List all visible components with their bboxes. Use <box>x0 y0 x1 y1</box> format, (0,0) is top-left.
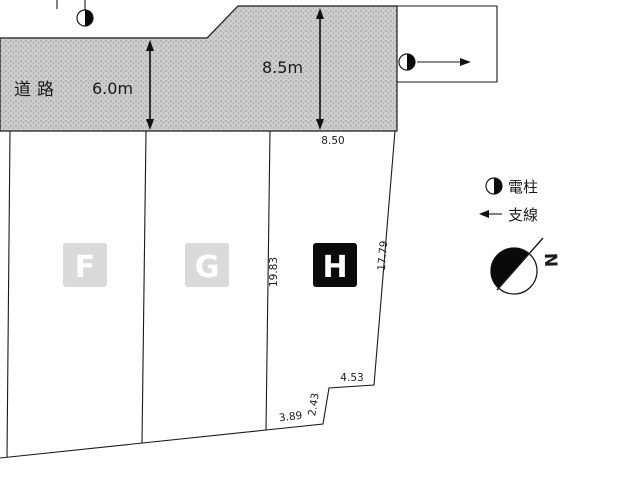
dim-left: 19.83 <box>268 257 280 287</box>
legend-guywire-icon <box>479 210 502 218</box>
adjacent-parcel-outline <box>397 5 498 83</box>
road-polygon <box>0 5 398 132</box>
road-width-dimension-arrow <box>146 40 154 130</box>
plot-f-letter: F <box>75 250 96 285</box>
utility-pole-with-guywire-icon <box>398 53 471 71</box>
plot-h-letter: H <box>322 250 347 285</box>
legend-pole-icon <box>485 177 503 195</box>
north-arrow-icon: N <box>490 237 560 295</box>
dim-top: 8.50 <box>321 135 344 147</box>
utility-pole-icon <box>56 0 94 27</box>
plot-g-letter: G <box>195 250 220 285</box>
road-area: 道路 6.0m 8.5m <box>0 5 398 132</box>
road-width-label: 6.0m <box>92 79 133 98</box>
dim-right: 17.79 <box>376 240 391 271</box>
legend-pole-label: 電柱 <box>508 178 538 196</box>
road-frontage-dimension-arrow <box>316 8 324 130</box>
plot-h-label: H <box>313 243 357 287</box>
north-letter: N <box>540 253 560 268</box>
plot-g-label: G <box>185 243 229 287</box>
plot-f-label: F <box>63 243 107 287</box>
road-frontage-label: 8.5m <box>262 58 303 77</box>
dim-step-side: 2.43 <box>306 392 322 417</box>
legend-guywire-label: 支線 <box>508 206 538 224</box>
legend: 電柱 支線 N <box>479 177 560 295</box>
plot-h-dimensions: 8.50 19.83 17.79 4.53 2.43 3.89 <box>268 135 390 424</box>
parcel-boundaries <box>0 130 396 459</box>
dim-bottom: 3.89 <box>278 410 303 425</box>
dim-step-top: 4.53 <box>340 372 363 384</box>
road-name-label: 道路 <box>14 80 60 100</box>
